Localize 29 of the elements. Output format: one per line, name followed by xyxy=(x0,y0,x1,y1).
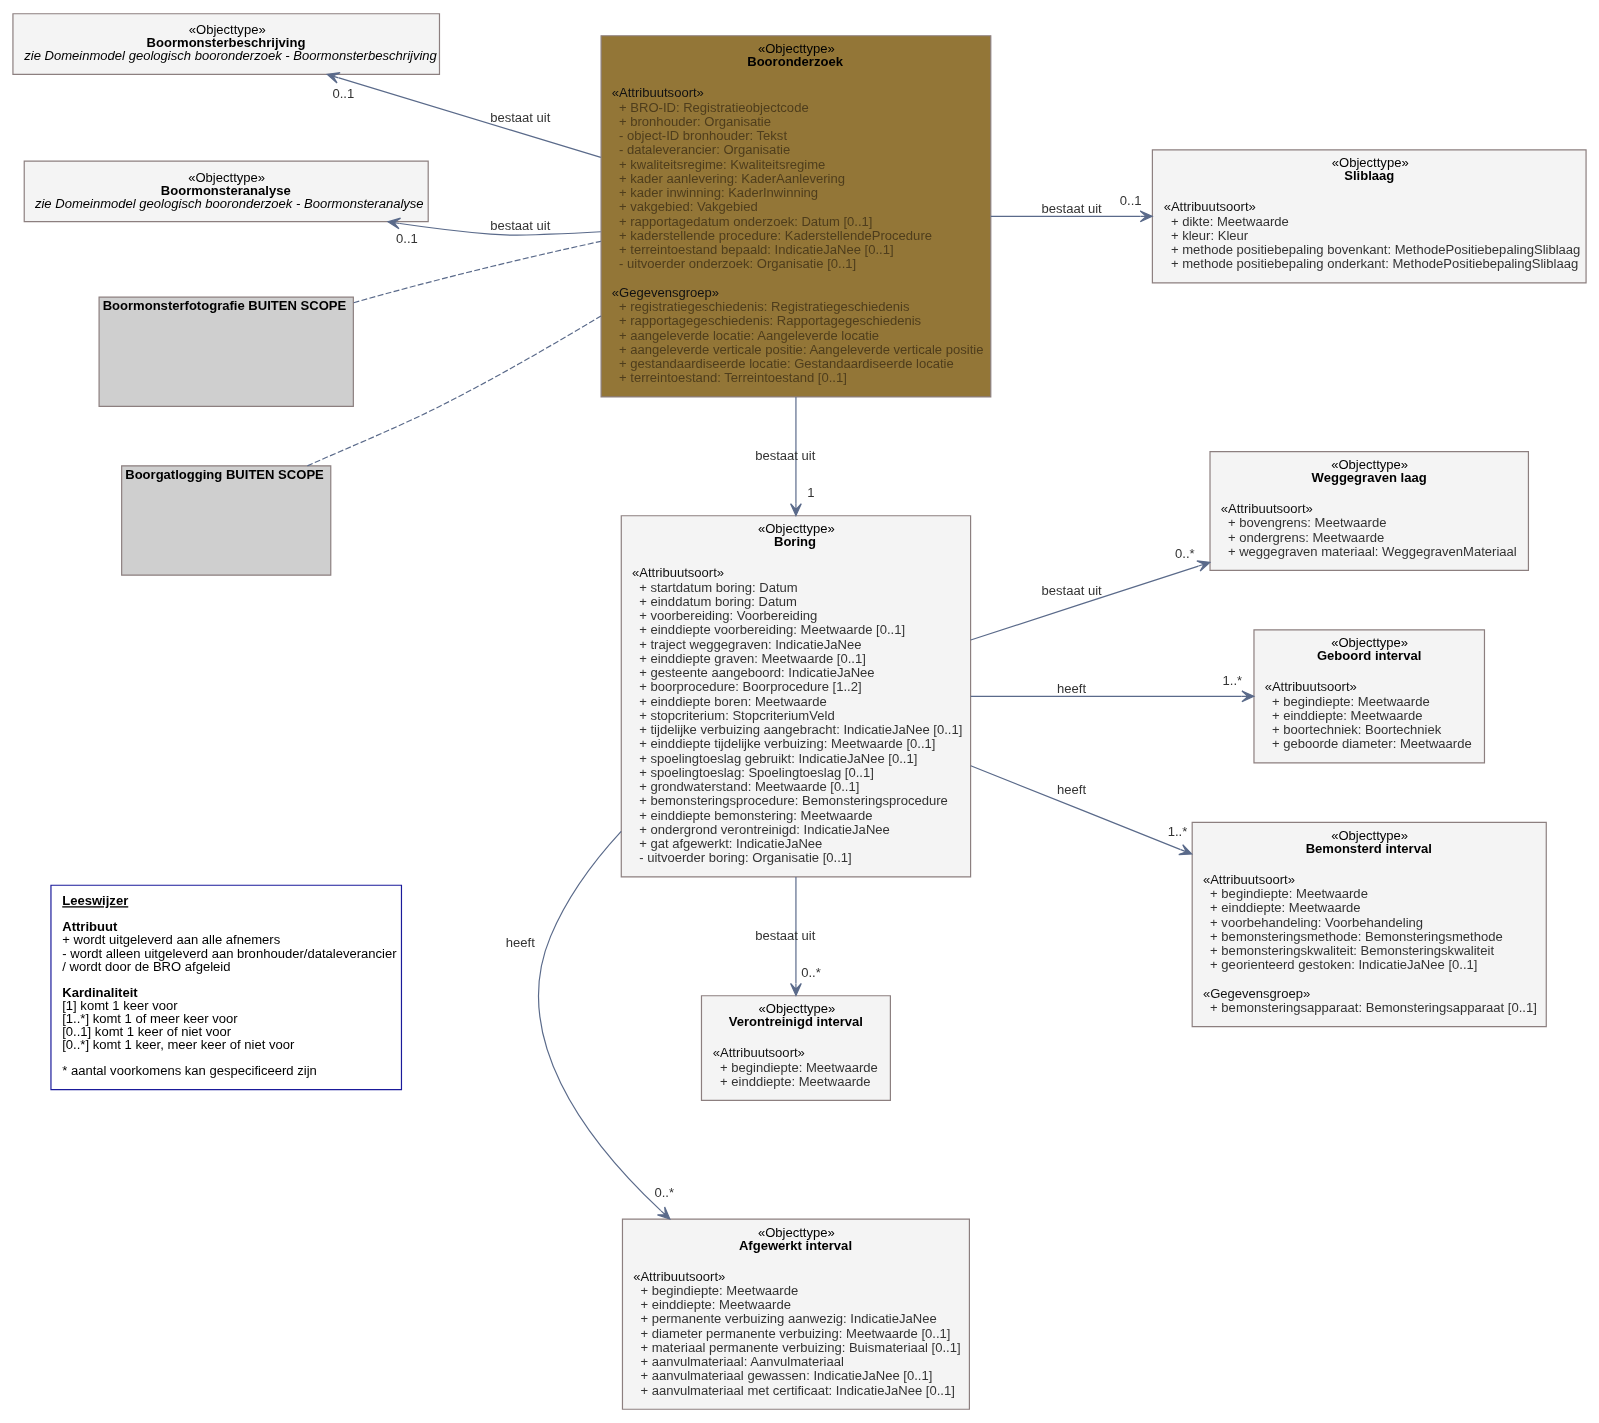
edge-label: bestaat uit xyxy=(1041,200,1102,216)
arrow xyxy=(790,396,802,517)
label: 0..1 xyxy=(332,86,355,102)
arrow xyxy=(970,690,1255,703)
edge-label: bestaat uit xyxy=(490,218,551,234)
connector xyxy=(306,315,602,467)
arrow xyxy=(538,830,671,1220)
arrow xyxy=(990,210,1153,223)
label: 1 xyxy=(807,485,815,501)
label: 0..1 xyxy=(396,231,418,247)
edge-label: heeft xyxy=(1057,680,1087,696)
arrow xyxy=(790,876,802,996)
label: 0..* xyxy=(1175,546,1195,562)
arrow xyxy=(970,765,1193,856)
edge-label: bestaat uit xyxy=(755,927,816,943)
label: 0..1 xyxy=(1119,192,1142,208)
label: 0..* xyxy=(801,965,821,981)
edge-label: bestaat uit xyxy=(755,447,816,463)
arrow xyxy=(387,217,602,236)
edge-label: bestaat uit xyxy=(490,110,551,126)
arrow xyxy=(326,72,602,159)
edge-label: heeft xyxy=(505,934,535,950)
connector xyxy=(353,240,602,304)
label: 1..* xyxy=(1222,672,1243,688)
label: 0..* xyxy=(654,1184,675,1200)
edge-label: heeft xyxy=(1057,781,1087,797)
edge-label: bestaat uit xyxy=(1041,583,1102,599)
label: 1..* xyxy=(1167,823,1188,839)
arrow xyxy=(970,560,1211,641)
